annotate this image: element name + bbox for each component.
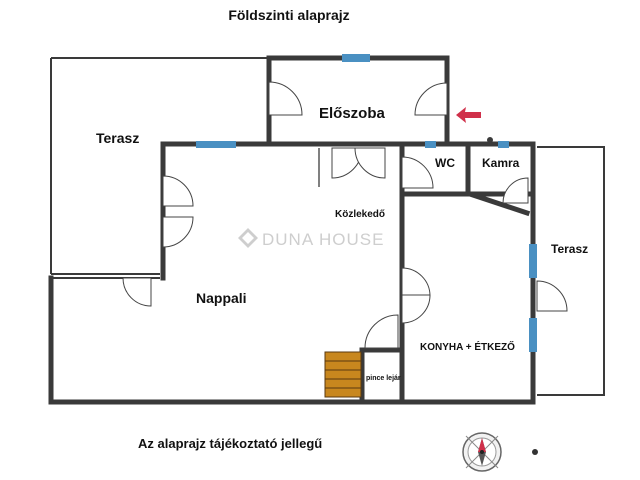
window-kitchen-1	[529, 244, 537, 278]
door-terrace-1	[162, 175, 194, 207]
room-label-entrance: Előszoba	[319, 105, 386, 122]
pillar-dot	[487, 137, 493, 143]
compass-icon	[462, 432, 502, 472]
room-label-living: Nappali	[196, 290, 247, 306]
door-entrance-right	[414, 82, 448, 116]
windows	[196, 54, 537, 352]
thin-walls	[50, 57, 605, 396]
window-pantry	[498, 141, 509, 148]
room-label-terrace-left: Terasz	[96, 130, 139, 146]
compass-dot	[532, 449, 538, 455]
window-wc	[425, 141, 436, 148]
door-terrace-2	[162, 216, 194, 248]
window-living	[196, 141, 236, 148]
watermark-text: DUNA HOUSE	[262, 230, 384, 249]
door-corridor-2	[354, 147, 386, 179]
window-kitchen-2	[529, 318, 537, 352]
window-entrance	[342, 54, 370, 62]
disclaimer-note: Az alaprajz tájékoztató jellegű	[138, 436, 323, 451]
door-kitchen-1	[401, 267, 431, 297]
door-living-terrace	[122, 277, 152, 307]
door-entrance-left	[268, 81, 303, 116]
staircase	[324, 351, 362, 398]
room-label-pantry: Kamra	[482, 156, 520, 170]
door-kitchen-2	[401, 294, 431, 324]
doors	[122, 81, 568, 349]
room-label-terrace-right: Terasz	[551, 242, 588, 256]
room-label-kitchen: KONYHA + ÉTKEZŐ	[420, 340, 515, 353]
plan-title: Földszinti alaprajz	[228, 7, 350, 23]
room-label-wc: WC	[435, 156, 455, 170]
door-wc	[401, 156, 434, 189]
duna-house-logo-icon	[238, 228, 258, 248]
room-label-cellar: pince lejár	[366, 375, 401, 382]
room-label-corridor: Közlekedő	[335, 209, 385, 220]
arrow-left-icon	[456, 107, 481, 123]
door-right-terrace	[536, 280, 568, 312]
door-cellar	[364, 314, 399, 349]
watermark: DUNA HOUSE	[238, 228, 384, 249]
door-pantry	[502, 177, 529, 204]
